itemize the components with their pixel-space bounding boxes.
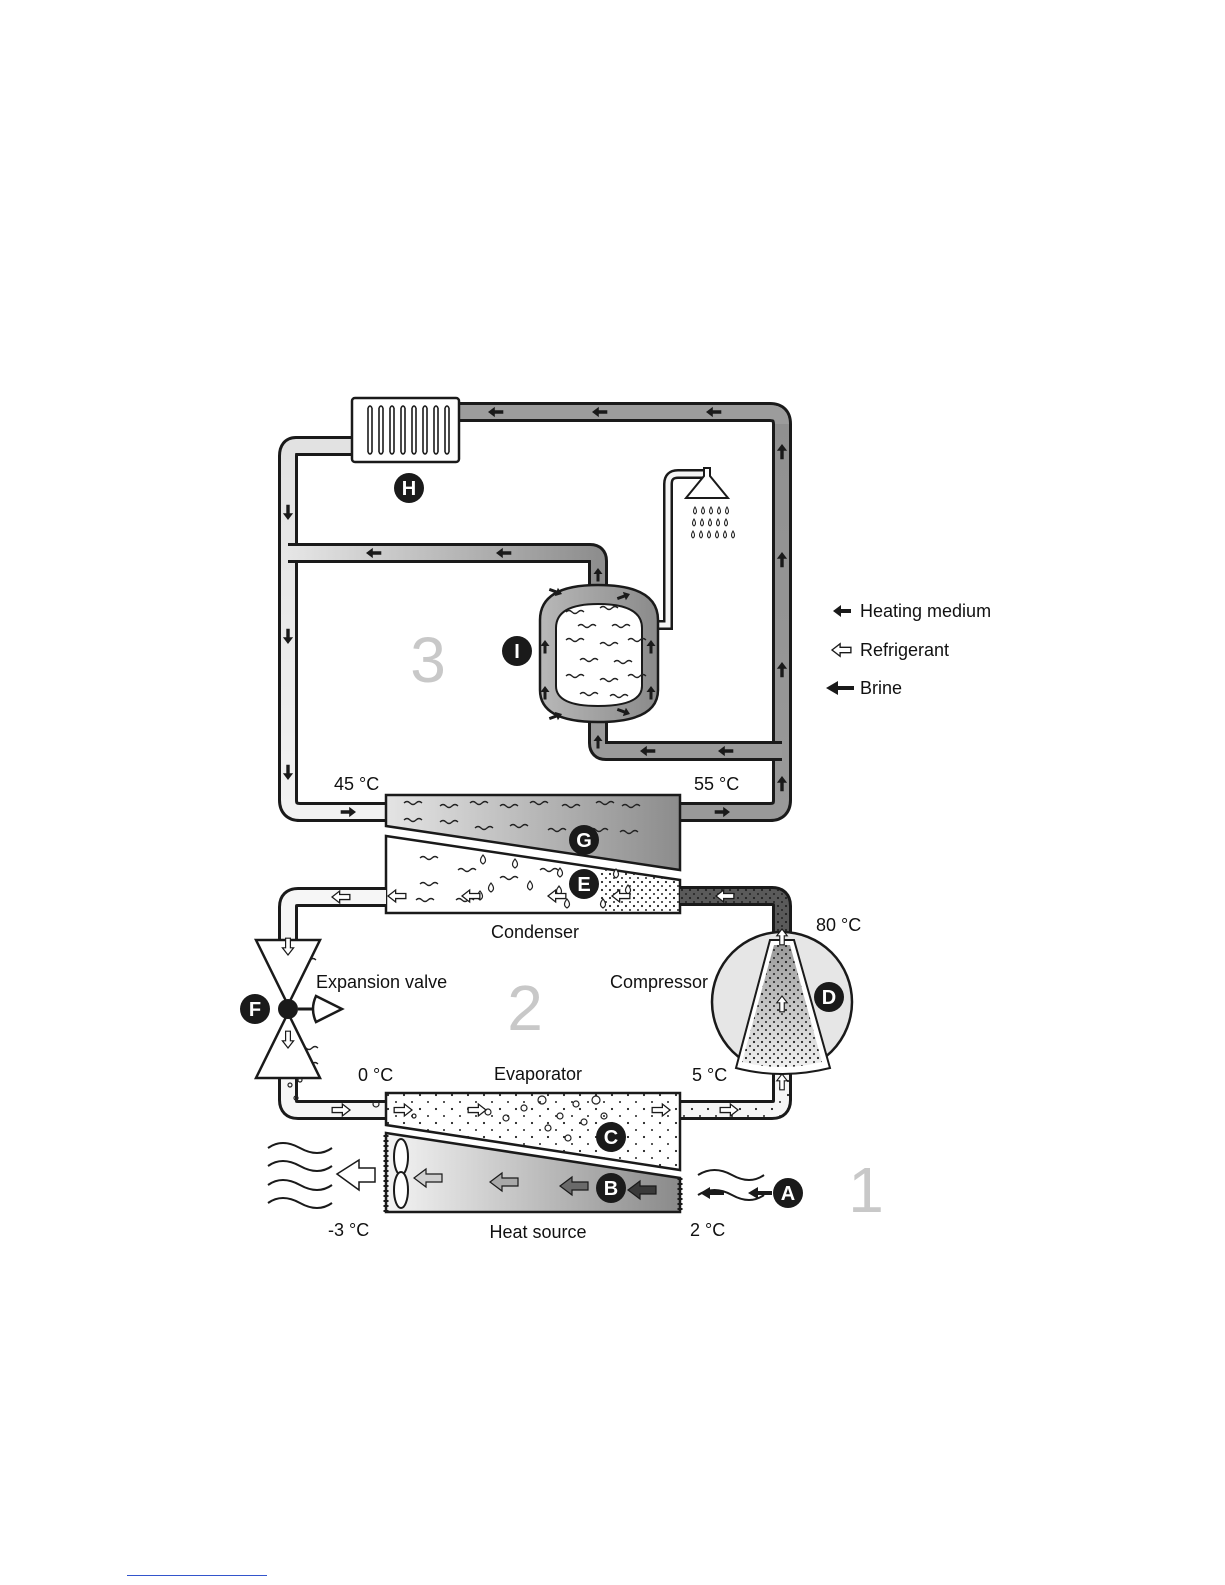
radiator-icon xyxy=(352,398,459,462)
badge-B: B xyxy=(596,1173,626,1203)
heating-circuit xyxy=(283,398,787,817)
zone-1-label: 1 xyxy=(848,1154,884,1226)
svg-text:G: G xyxy=(576,830,592,852)
evaporator-label: Evaporator xyxy=(494,1064,582,1084)
condenser-label: Condenser xyxy=(491,922,579,942)
svg-text:I: I xyxy=(514,641,520,663)
legend-heating-medium-label: Heating medium xyxy=(860,601,991,621)
badge-G: G xyxy=(569,825,599,855)
svg-text:E: E xyxy=(577,874,590,896)
svg-text:A: A xyxy=(781,1183,795,1205)
badge-E: E xyxy=(569,869,599,899)
temp-2: 2 °C xyxy=(690,1220,725,1240)
svg-text:H: H xyxy=(402,478,416,500)
badge-H: H xyxy=(394,473,424,503)
legend-heating-medium-icon xyxy=(833,605,851,617)
compressor-label: Compressor xyxy=(610,972,708,992)
svg-text:B: B xyxy=(604,1178,618,1200)
svg-text:D: D xyxy=(822,987,836,1009)
legend: Heating medium Refrigerant Brine xyxy=(826,601,991,698)
expansion-valve-label: Expansion valve xyxy=(316,972,447,992)
zone-2-label: 2 xyxy=(507,972,543,1044)
condenser-unit xyxy=(298,795,680,1116)
svg-text:C: C xyxy=(604,1127,618,1149)
zone-3-label: 3 xyxy=(410,624,446,696)
water-tank-icon xyxy=(540,585,658,722)
temp-55: 55 °C xyxy=(694,774,739,794)
badge-C: C xyxy=(596,1122,626,1152)
badge-A: A xyxy=(773,1178,803,1208)
badge-D: D xyxy=(814,982,844,1012)
badge-I: I xyxy=(502,636,532,666)
footer-rule xyxy=(127,1575,267,1576)
temp-minus3: -3 °C xyxy=(328,1220,369,1240)
svg-text:F: F xyxy=(249,999,261,1021)
legend-refrigerant-icon xyxy=(832,644,851,657)
shower-droplets-icon xyxy=(692,507,735,538)
legend-brine-label: Brine xyxy=(860,678,902,698)
legend-brine-icon xyxy=(826,681,854,695)
temp-0: 0 °C xyxy=(358,1065,393,1085)
temp-45: 45 °C xyxy=(334,774,379,794)
heat-source-label: Heat source xyxy=(489,1222,586,1242)
temp-80: 80 °C xyxy=(816,915,861,935)
badge-F: F xyxy=(240,994,270,1024)
temp-5: 5 °C xyxy=(692,1065,727,1085)
legend-refrigerant-label: Refrigerant xyxy=(860,640,949,660)
